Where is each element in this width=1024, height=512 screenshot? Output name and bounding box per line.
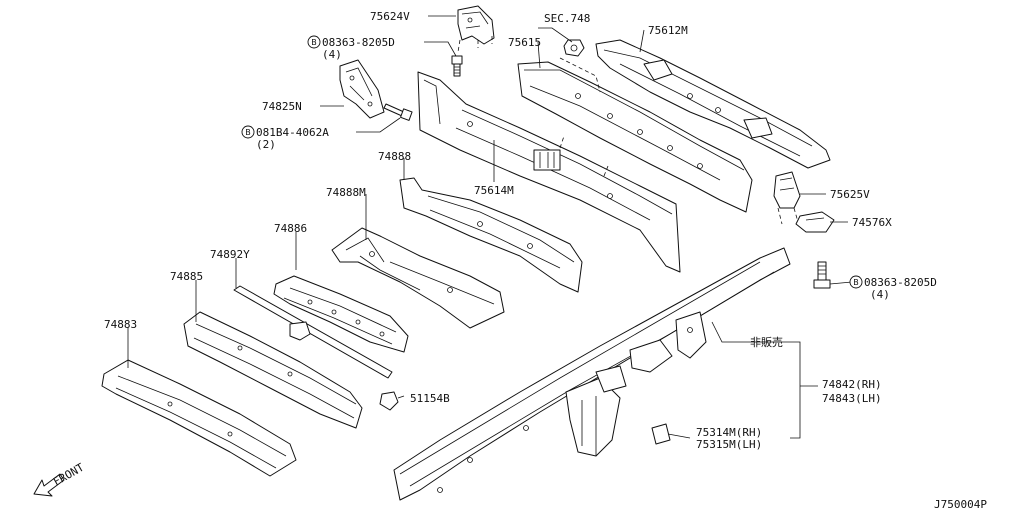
part-74576x-drawing [795, 211, 835, 233]
label-75314m: 75314M(RH) [696, 426, 762, 439]
label-75625v: 75625V [830, 188, 870, 201]
label-75614m: 75614M [474, 184, 514, 197]
part-74885-drawing [183, 311, 363, 429]
part-75614m-drawing [417, 71, 681, 273]
bolt-top-drawing [451, 55, 463, 77]
label-74825n: 74825N [262, 100, 302, 113]
part-74888m-drawing [331, 227, 505, 329]
part-74892y-drawing [233, 285, 393, 379]
part-75612m-drawing [595, 39, 831, 169]
part-75624v-drawing [457, 5, 495, 53]
label-74843: 74843(LH) [822, 392, 882, 405]
label-not-sold: 非販売 [750, 336, 783, 349]
leader-lines [127, 15, 853, 439]
label-74888m: 74888M [326, 186, 366, 199]
part-74883-drawing [101, 359, 297, 477]
label-sec748: SEC.748 [544, 12, 590, 25]
part-74825n-drawing [339, 59, 385, 119]
part-74886-drawing [273, 275, 409, 353]
svg-text:B: B [245, 128, 251, 137]
sec748-nut-drawing [563, 39, 585, 57]
label-75615: 75615 [508, 36, 541, 49]
bolt-mid-drawing [383, 103, 413, 121]
label-bolt-mid: 081B4-4062A [256, 126, 329, 139]
part-75615-drawing [517, 57, 753, 213]
label-bolt-top-qty: (4) [322, 48, 342, 61]
front-arrow-icon [33, 473, 65, 497]
svg-text:B: B [853, 278, 859, 287]
part-51154b-drawing [379, 391, 399, 411]
label-74892y: 74892Y [210, 248, 250, 261]
part-75625v-drawing [773, 171, 801, 225]
bolt-symbol-right: B [849, 275, 863, 289]
label-51154b: 51154B [410, 392, 450, 405]
label-74883: 74883 [104, 318, 137, 331]
label-bolt-mid-qty: (2) [256, 138, 276, 151]
bolt-symbol-mid: B [241, 125, 255, 139]
svg-text:B: B [311, 38, 317, 47]
label-front: FRONT [51, 461, 87, 489]
part-74888-drawing [399, 177, 583, 293]
label-75624v: 75624V [370, 10, 410, 23]
label-bolt-right: 08363-8205D [864, 276, 937, 289]
bolt-right-drawing [813, 261, 831, 289]
bolt-symbol-top: B [307, 35, 321, 49]
label-74576x: 74576X [852, 216, 892, 229]
label-74885: 74885 [170, 270, 203, 283]
label-75612m: 75612M [648, 24, 688, 37]
label-74886: 74886 [274, 222, 307, 235]
label-75315m: 75315M(LH) [696, 438, 762, 451]
label-74842: 74842(RH) [822, 378, 882, 391]
label-74888: 74888 [378, 150, 411, 163]
label-bolt-top: 08363-8205D [322, 36, 395, 49]
diagram-code: J750004P [934, 498, 987, 511]
part-74842-drawing [393, 247, 791, 501]
part-75314m-drawing [651, 423, 671, 445]
label-bolt-right-qty: (4) [870, 288, 890, 301]
